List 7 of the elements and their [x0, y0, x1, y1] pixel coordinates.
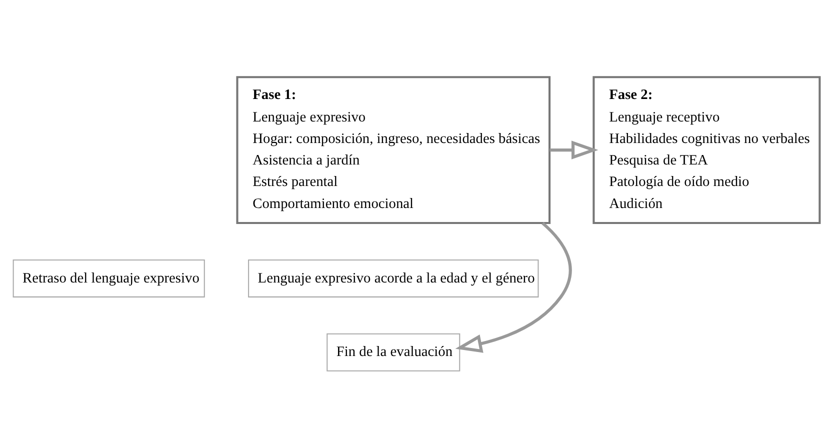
node-box: Fase 1: Lenguaje expresivo Hogar: composición, ingreso, necesidades básicas Asistencia a jardín Estrés parental Comportamiento emocional	[236, 76, 551, 224]
node-box: Lenguaje expresivo acorde a la edad y el género	[248, 259, 539, 298]
arrow	[550, 140, 598, 160]
node-box: Fase 2: Lenguaje receptivo Habilidades cognitivas no verbales Pesquisa de TEA Patología de oído medio Audición	[592, 76, 821, 224]
arrow	[455, 222, 572, 353]
node-box: Fin de la evaluación	[326, 333, 460, 372]
node-box: Retraso del lenguaje expresivo	[12, 259, 205, 298]
